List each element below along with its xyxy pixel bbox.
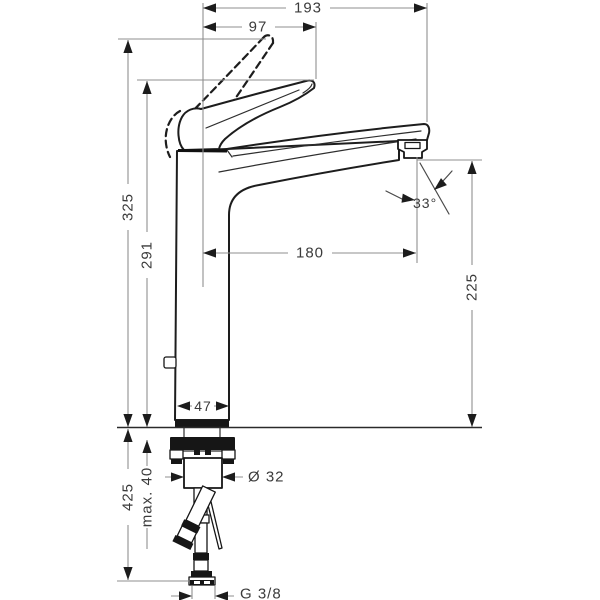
shank-lines: [183, 426, 221, 439]
dim-outlet-height: 225: [417, 159, 482, 427]
dim-total-width-label: 193: [294, 0, 322, 17]
dim-max-deck-thickness: max. 40: [139, 440, 156, 549]
hose-nut-cap: [191, 571, 212, 577]
dim-overall-height-label: 325: [120, 193, 137, 221]
spout-top-edge: [226, 122, 431, 150]
bracket-clip-left: [194, 448, 200, 455]
aerator-inner: [404, 141, 421, 150]
spout-inner-line-1: [232, 130, 422, 157]
hose-fitting: [193, 559, 209, 572]
dim-spout-top-height-label: 291: [139, 241, 156, 269]
handle-inner-line: [205, 89, 300, 129]
spout-step-line: [226, 149, 233, 158]
dim-overall-height: 325: [118, 38, 266, 427]
dim-outlet-height-label: 225: [464, 273, 481, 301]
dim-hose-length: 425: [117, 429, 189, 582]
hose-diagonal: [172, 485, 216, 551]
handle-dashed-pivot-arc: [164, 109, 182, 159]
dim-base-width: 47: [177, 398, 229, 414]
dim-total-width: 193: [202, 0, 428, 287]
bracket-tab-left: [169, 449, 184, 460]
hose-diagonal-band: [181, 519, 201, 534]
dim-max-deck-thickness-label: max. 40: [139, 467, 156, 527]
under-counter-assembly: [169, 426, 236, 586]
popup-rod-tab: [163, 356, 177, 369]
bracket-clip-right: [205, 448, 211, 455]
dim-stream-angle-label: 33°: [413, 195, 437, 211]
dim-spout-top-height: 291: [137, 79, 314, 427]
bracket-tab-left-cap: [171, 459, 182, 464]
hose-nut-slot-1: [194, 581, 200, 584]
spout-inner-line-2: [218, 138, 417, 173]
dim-spout-reach: 180: [203, 245, 416, 262]
dim-hose-length-label: 425: [120, 483, 137, 511]
dim-spout-reach-label: 180: [296, 245, 324, 262]
dim-drain-diameter-label: Ø 32: [248, 469, 285, 486]
hose-nut-slot-2: [204, 581, 210, 584]
faucet-body: [163, 122, 431, 427]
handle-tip-line: [302, 83, 313, 94]
base-gasket: [175, 420, 229, 427]
shank-body: [183, 457, 223, 489]
dim-base-width-label: 47: [194, 398, 212, 414]
dim-drain-diameter: Ø 32: [165, 469, 285, 486]
dim-thread-label: G 3/8: [240, 586, 282, 600]
faucet-handle: [164, 34, 316, 159]
handle-dashed-tip: [261, 34, 275, 45]
bracket-tab-right: [221, 449, 236, 460]
faucet-body-outline: [174, 140, 400, 421]
hose-nut-base: [190, 580, 214, 585]
hose-band-2: [193, 553, 209, 560]
dim-stream-angle: 33°: [385, 157, 453, 263]
dim-handle-width: 97: [203, 19, 317, 79]
bracket-tab-right-cap: [223, 459, 234, 464]
mounting-nut: [170, 437, 235, 450]
dim-handle-width-label: 97: [249, 19, 268, 36]
hose-diagonal-cap: [172, 534, 194, 551]
dim-thread: G 3/8: [171, 586, 282, 600]
